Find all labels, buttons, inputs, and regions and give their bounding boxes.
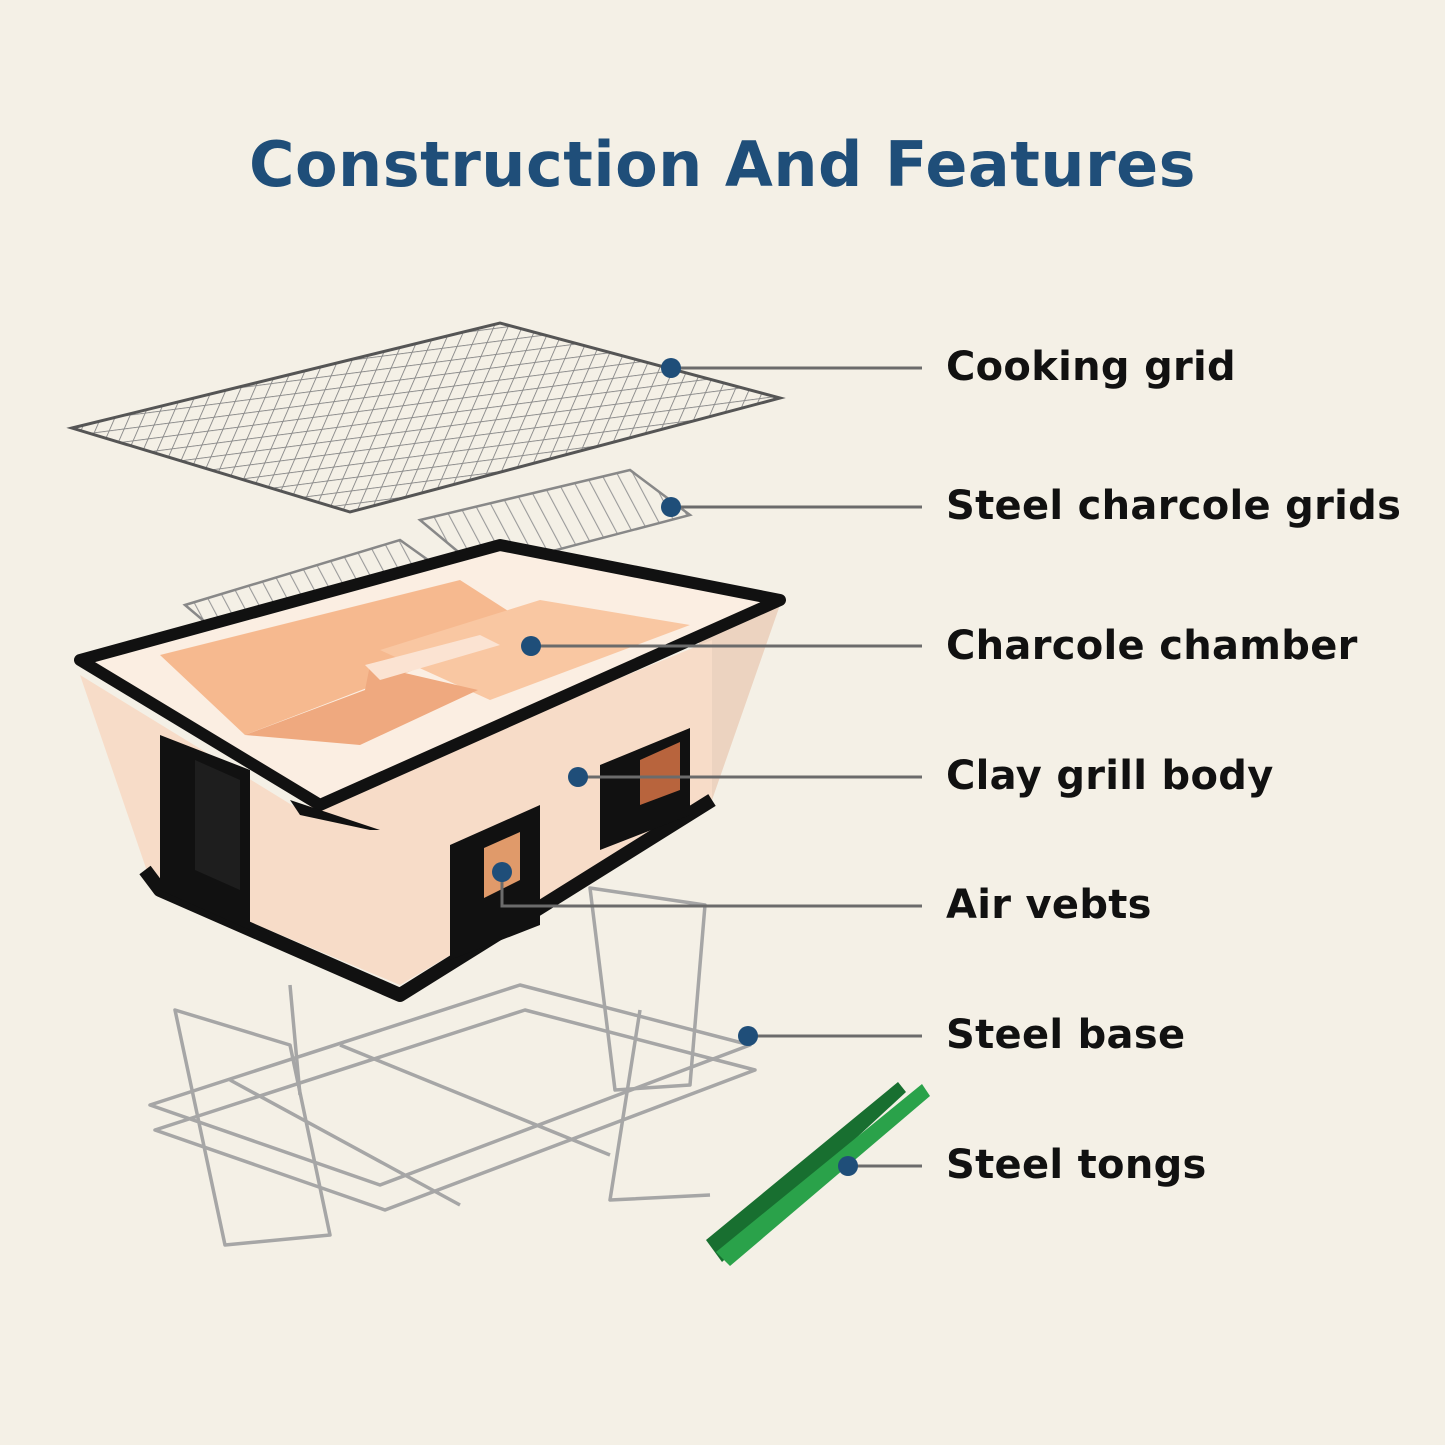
- label-clay-grill-body: Clay grill body: [946, 753, 1274, 799]
- callout-steel-tongs: [838, 1156, 922, 1176]
- label-cooking-grid: Cooking grid: [946, 344, 1236, 390]
- callout-steel-base: [738, 1026, 922, 1046]
- callout-charcoal-chamber: [521, 636, 922, 656]
- label-steel-charcoal-grids: Steel charcole grids: [946, 483, 1402, 529]
- cooking-grid-illustration: [66, 321, 786, 514]
- callout-charcoal-grids: [661, 497, 922, 517]
- label-air-vents: Air vebts: [946, 882, 1152, 928]
- callout-cooking-grid: [661, 358, 922, 378]
- label-steel-base: Steel base: [946, 1012, 1186, 1058]
- label-charcoal-chamber: Charcole chamber: [946, 623, 1358, 669]
- label-steel-tongs: Steel tongs: [946, 1142, 1207, 1188]
- page-title: Construction And Features: [248, 128, 1197, 201]
- callout-clay-grill-body: [568, 767, 922, 787]
- callout-air-vents: [492, 862, 922, 908]
- steel-tongs-illustration: [706, 1082, 930, 1266]
- clay-grill-body-illustration: [74, 539, 786, 1002]
- callout-leaders: [492, 358, 922, 1176]
